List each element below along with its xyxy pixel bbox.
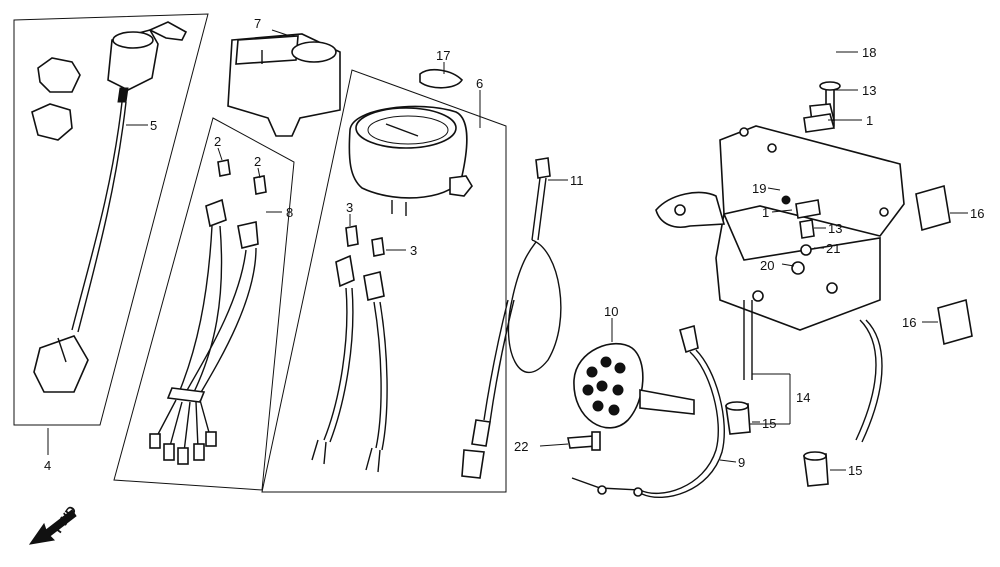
ignition-switch-panel (13, 13, 209, 455)
callout-16: 16 (970, 206, 984, 221)
callout-17: 17 (436, 48, 450, 63)
callout-20: 20 (760, 258, 774, 273)
leader-lines (126, 29, 968, 471)
fwd-arrow: FWD (28, 503, 79, 545)
callout-3: 3 (346, 200, 353, 215)
fwd-label: FWD (50, 503, 79, 536)
callout-2-second: 2 (254, 154, 261, 169)
callout-1: 1 (866, 113, 873, 128)
speedometer-cable (461, 157, 562, 479)
callout-11: 11 (570, 173, 584, 188)
callout-15: 15 (762, 416, 776, 431)
callout-10: 10 (604, 304, 618, 319)
callout-3-second: 3 (410, 243, 417, 258)
callout-4: 4 (44, 458, 51, 473)
rubber-cushions (915, 184, 973, 346)
callout-22: 22 (514, 439, 528, 454)
callout-7: 7 (254, 16, 261, 31)
meter-case (227, 33, 341, 137)
callout-14: 14 (796, 390, 810, 405)
callout-16-second: 16 (902, 315, 916, 330)
meter-cushion (419, 68, 464, 89)
callout-18: 18 (862, 45, 876, 60)
callouts: 7 17 6 5 2 2 8 3 3 4 11 18 13 1 19 1 13 … (44, 16, 984, 478)
callout-21: 21 (826, 241, 840, 256)
instrument-bracket (655, 81, 905, 443)
callout-15-second: 15 (848, 463, 862, 478)
callout-6: 6 (476, 76, 483, 91)
speedometer-panel (261, 69, 507, 493)
callout-2: 2 (214, 134, 221, 149)
callout-19: 19 (752, 181, 766, 196)
callout-1-second: 1 (762, 205, 769, 220)
callout-13-second: 13 (828, 221, 842, 236)
indicator-wiring-panel (113, 117, 295, 491)
horn-wire (571, 324, 725, 498)
horn-bolt (567, 431, 601, 451)
callout-8: 8 (286, 205, 293, 220)
horn (573, 343, 695, 429)
callout-13: 13 (862, 83, 876, 98)
callout-9: 9 (738, 455, 745, 470)
collars (725, 401, 829, 487)
callout-5: 5 (150, 118, 157, 133)
